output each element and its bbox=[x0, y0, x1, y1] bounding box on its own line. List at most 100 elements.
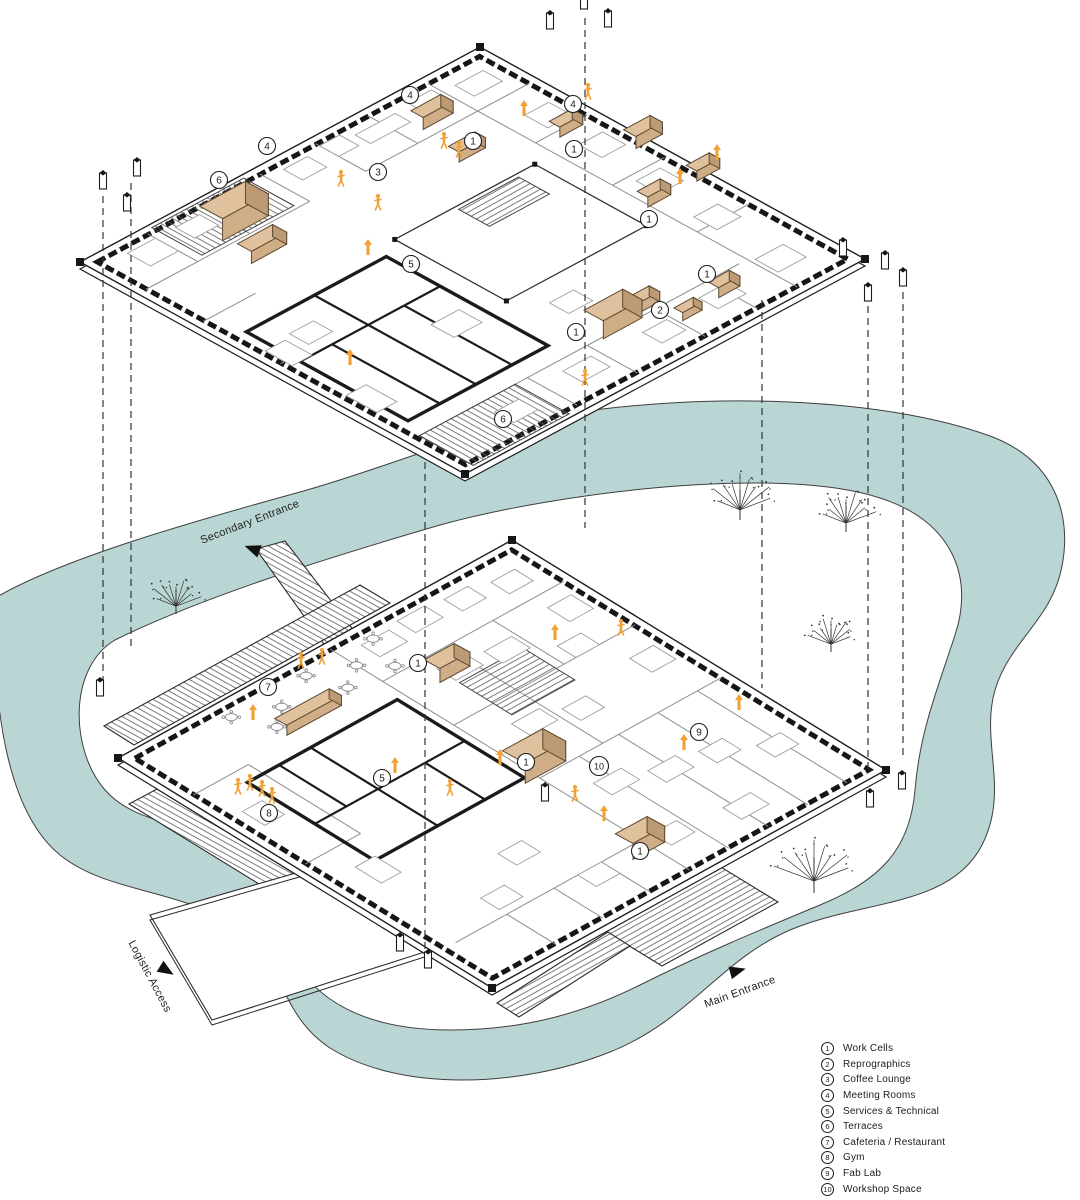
person-icon bbox=[268, 786, 276, 804]
legend-number-badge: 4 bbox=[821, 1089, 834, 1103]
room-marker: 1 bbox=[408, 653, 428, 673]
room-marker: 1 bbox=[564, 139, 584, 159]
room-marker: 9 bbox=[689, 722, 709, 742]
legend-label: Fab Lab bbox=[843, 1168, 882, 1180]
column-icon bbox=[132, 157, 142, 177]
work-cell-box bbox=[409, 93, 455, 131]
person-icon bbox=[234, 777, 242, 795]
room-marker: 6 bbox=[209, 170, 229, 190]
work-cell-box bbox=[548, 108, 584, 138]
flow-arrow-icon bbox=[713, 144, 721, 160]
person-icon bbox=[440, 131, 448, 149]
room-marker: 1 bbox=[697, 264, 717, 284]
flow-arrow-icon bbox=[346, 349, 354, 365]
column-icon bbox=[898, 267, 908, 287]
work-cell-box bbox=[685, 152, 721, 182]
room-marker: 5 bbox=[372, 768, 392, 788]
work-cell-boxes-layer bbox=[198, 93, 741, 861]
tree-icon bbox=[818, 490, 881, 532]
furniture-desk bbox=[490, 568, 535, 595]
furniture-desk bbox=[628, 644, 677, 673]
svg-text:8: 8 bbox=[266, 808, 272, 819]
furniture-desk bbox=[288, 320, 334, 345]
furniture-desk bbox=[396, 605, 445, 634]
furniture-desk bbox=[430, 309, 484, 338]
room-marker: 4 bbox=[257, 136, 277, 156]
cafeteria-table bbox=[267, 719, 287, 735]
furniture-desk bbox=[497, 839, 542, 866]
legend-number-badge: 2 bbox=[821, 1057, 834, 1071]
logistic-access-label: Logistic Access bbox=[126, 939, 174, 1015]
person-icon bbox=[258, 779, 266, 797]
furniture-desk bbox=[548, 289, 594, 315]
room-marker: 1 bbox=[566, 322, 586, 342]
tree-icon bbox=[803, 614, 855, 652]
column-icon bbox=[863, 282, 873, 302]
furniture-desk bbox=[126, 237, 180, 267]
main-entrance-ramp bbox=[495, 931, 632, 1018]
ground-floor-plan bbox=[114, 536, 890, 996]
work-cell-box bbox=[622, 114, 664, 150]
column-icon bbox=[395, 932, 405, 952]
svg-text:4: 4 bbox=[407, 90, 413, 101]
svg-text:2: 2 bbox=[657, 305, 663, 316]
svg-text:1: 1 bbox=[571, 144, 577, 155]
person-icon bbox=[318, 647, 326, 665]
room-marker: 5 bbox=[401, 254, 421, 274]
legend-label: Meeting Rooms bbox=[843, 1090, 916, 1102]
floating-columns-layer bbox=[95, 0, 908, 969]
legend-label: Reprographics bbox=[843, 1058, 911, 1070]
upper-floor-plan bbox=[76, 43, 869, 482]
column-icon bbox=[98, 170, 108, 190]
furniture-desk bbox=[561, 355, 611, 383]
flow-arrow-icon bbox=[551, 624, 559, 640]
legend-label: Gym bbox=[843, 1152, 865, 1164]
legend-label: Work Cells bbox=[843, 1043, 894, 1055]
work-cell-box bbox=[198, 180, 270, 242]
furniture-desk bbox=[556, 632, 601, 659]
room-marker: 1 bbox=[639, 209, 659, 229]
room-marker: 6 bbox=[493, 409, 513, 429]
work-cell-box bbox=[236, 223, 288, 265]
svg-text:9: 9 bbox=[696, 727, 702, 738]
work-cell-box bbox=[672, 296, 704, 322]
furniture-desk bbox=[174, 214, 220, 239]
furniture-desk bbox=[755, 731, 800, 758]
furniture-desk bbox=[576, 861, 621, 888]
person-icon bbox=[571, 784, 579, 802]
column-icon bbox=[880, 250, 890, 270]
work-cell-box bbox=[707, 269, 741, 299]
person-icon bbox=[581, 368, 589, 386]
flow-arrow-icon bbox=[680, 734, 688, 750]
legend-number-badge: 8 bbox=[821, 1151, 834, 1165]
flow-arrow-icon bbox=[600, 805, 608, 821]
furniture-desk bbox=[546, 594, 595, 623]
svg-text:5: 5 bbox=[408, 259, 414, 270]
legend-label: Coffee Lounge bbox=[843, 1074, 912, 1086]
room-marker: 4 bbox=[563, 94, 583, 114]
svg-text:6: 6 bbox=[500, 414, 506, 425]
flow-arrow-icon bbox=[391, 757, 399, 773]
room-marker: 1 bbox=[630, 841, 650, 861]
cafeteria-table bbox=[385, 658, 405, 674]
legend-number-badge: 10 bbox=[821, 1182, 834, 1196]
furniture-desk bbox=[722, 792, 771, 820]
cafeteria-table bbox=[296, 668, 316, 683]
tree-icon bbox=[710, 470, 776, 520]
room-marker: 1 bbox=[516, 752, 536, 772]
people-arrows-layer bbox=[234, 82, 743, 821]
person-icon bbox=[584, 82, 592, 100]
room-marker: 7 bbox=[258, 677, 278, 697]
work-cell-box bbox=[582, 288, 644, 340]
column-icon bbox=[95, 677, 105, 697]
flow-arrow-icon bbox=[735, 694, 743, 710]
legend-label: Terraces bbox=[843, 1121, 883, 1133]
flow-arrow-icon bbox=[364, 239, 372, 255]
